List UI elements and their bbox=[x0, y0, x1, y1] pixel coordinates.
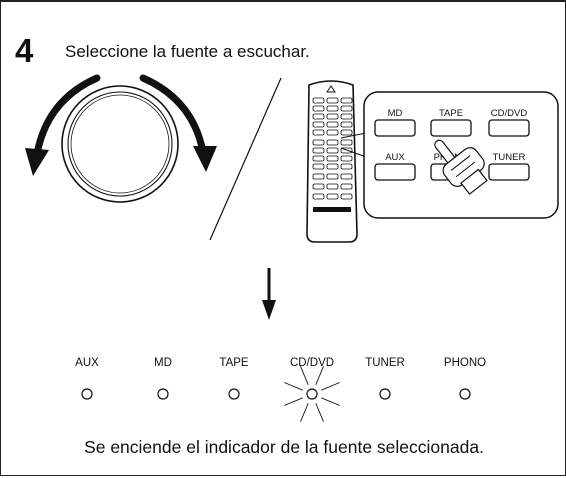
remote-button-tape[interactable]: TAPE bbox=[430, 108, 472, 137]
indicator-led bbox=[459, 388, 471, 400]
footer-caption: Se enciende el indicador de la fuente se… bbox=[84, 437, 484, 457]
indicator-label: CD/DVD bbox=[290, 357, 334, 369]
remote-button-label: MD bbox=[388, 108, 403, 119]
indicator-led bbox=[228, 388, 240, 400]
remote-button-label: TAPE bbox=[439, 108, 463, 119]
indicator-md: MD bbox=[154, 357, 172, 400]
remote-button-label: CD/DVD bbox=[491, 108, 528, 119]
light-burst-icon bbox=[284, 366, 340, 422]
indicator-cd-dvd: CD/DVD bbox=[284, 357, 340, 422]
selector-knob[interactable] bbox=[61, 85, 179, 203]
indicator-aux: AUX bbox=[75, 357, 99, 400]
remote-button-aux[interactable]: AUX bbox=[374, 152, 416, 181]
remote-button-md[interactable]: MD bbox=[374, 108, 416, 137]
rotate-right-arrow-icon bbox=[139, 74, 217, 172]
remote-button-cd-dvd[interactable]: CD/DVD bbox=[488, 108, 530, 137]
indicator-tuner: TUNER bbox=[365, 357, 405, 400]
indicator-label: AUX bbox=[75, 357, 99, 369]
indicator-led bbox=[81, 388, 93, 400]
indicator-row: AUX MD TAPE CD/DVD TUNER PHONO bbox=[75, 357, 486, 422]
indicator-tape: TAPE bbox=[219, 357, 249, 400]
remote-button-label: AUX bbox=[385, 152, 405, 163]
indicator-phono: PHONO bbox=[444, 357, 486, 400]
indicator-label: TAPE bbox=[219, 357, 249, 369]
indicator-label: TUNER bbox=[365, 357, 405, 369]
remote-button-tuner[interactable]: TUNER bbox=[488, 152, 530, 181]
indicator-led bbox=[306, 388, 318, 400]
remote-keys bbox=[312, 97, 353, 200]
remote-button-label: TUNER bbox=[493, 152, 526, 163]
pointing-hand-icon bbox=[434, 139, 488, 195]
indicator-led bbox=[157, 388, 169, 400]
step-number: 4 bbox=[15, 32, 34, 69]
rotate-left-arrow-icon bbox=[25, 74, 101, 176]
indicator-label: PHONO bbox=[444, 357, 486, 369]
down-arrow-icon bbox=[262, 268, 276, 320]
step-instruction: Seleccione la fuente a escuchar. bbox=[65, 42, 310, 61]
indicator-led bbox=[379, 388, 391, 400]
divider-slash bbox=[209, 77, 282, 241]
remote-control bbox=[306, 80, 358, 243]
indicator-label: MD bbox=[154, 357, 172, 369]
